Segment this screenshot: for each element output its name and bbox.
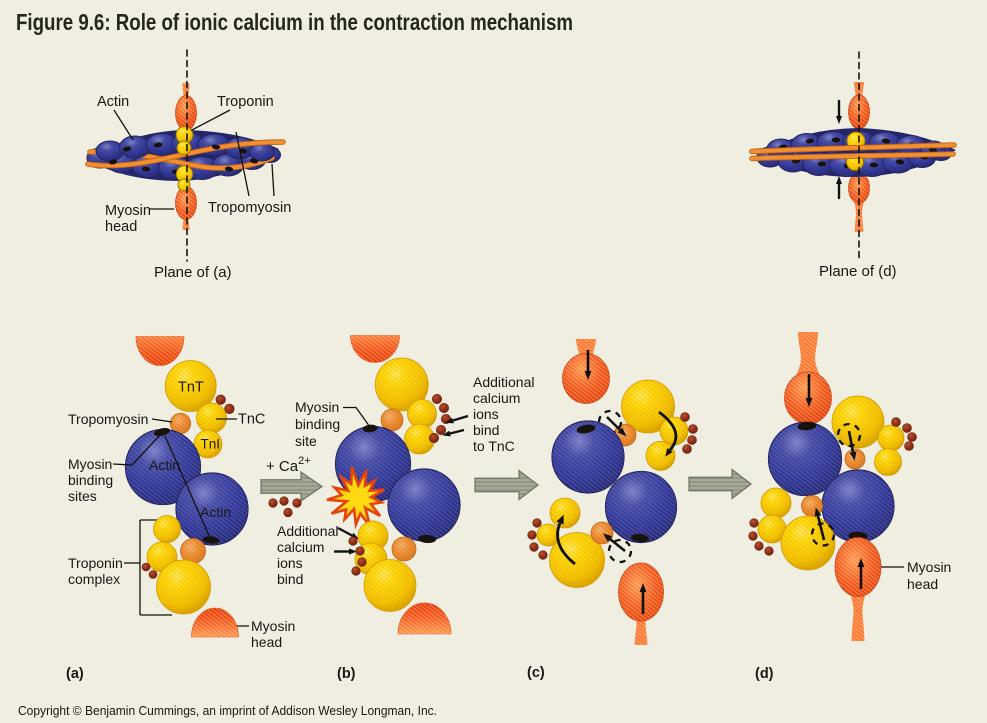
svg-text:Troponin: Troponin [68,555,123,571]
svg-text:Tropomyosin: Tropomyosin [208,200,291,216]
svg-text:binding: binding [68,472,113,488]
svg-text:Myosin: Myosin [105,203,151,219]
svg-text:complex: complex [68,571,120,587]
svg-text:Figure 9.6: Role of ionic calc: Figure 9.6: Role of ionic calcium in the… [16,9,573,35]
svg-text:Plane of (a): Plane of (a) [154,264,232,281]
svg-text:Myosin: Myosin [68,456,112,472]
svg-text:Myosin: Myosin [251,618,295,634]
svg-text:ions: ions [277,555,303,571]
svg-text:head: head [251,634,282,650]
svg-text:Actin: Actin [149,457,180,473]
svg-text:bind: bind [473,422,499,438]
svg-text:Actin: Actin [97,94,129,110]
svg-text:calcium: calcium [473,390,520,406]
svg-text:Myosin: Myosin [907,559,951,575]
svg-text:TnC: TnC [238,412,265,428]
svg-text:Troponin: Troponin [217,94,274,110]
svg-text:Copyright © Benjamin Cummings,: Copyright © Benjamin Cummings, an imprin… [18,704,437,718]
svg-text:site: site [295,433,317,449]
svg-text:Additional: Additional [473,374,535,390]
svg-text:Plane of (d): Plane of (d) [819,263,897,280]
svg-text:(c): (c) [527,665,545,681]
svg-text:Actin: Actin [200,504,231,520]
svg-text:Myosin: Myosin [295,399,339,415]
svg-text:sites: sites [68,488,97,504]
svg-text:head: head [907,576,938,592]
svg-text:Tropomyosin: Tropomyosin [68,411,148,427]
svg-text:(d): (d) [755,666,774,682]
svg-text:bind: bind [277,571,303,587]
svg-text:TnI: TnI [201,437,221,452]
svg-text:ions: ions [473,406,499,422]
svg-text:head: head [105,219,137,235]
svg-text:Additional: Additional [277,523,339,539]
svg-text:(b): (b) [337,666,356,682]
svg-text:to TnC: to TnC [473,438,515,454]
svg-text:TnT: TnT [178,380,204,396]
svg-text:(a): (a) [66,666,84,682]
svg-text:calcium: calcium [277,539,324,555]
svg-text:binding: binding [295,416,340,432]
